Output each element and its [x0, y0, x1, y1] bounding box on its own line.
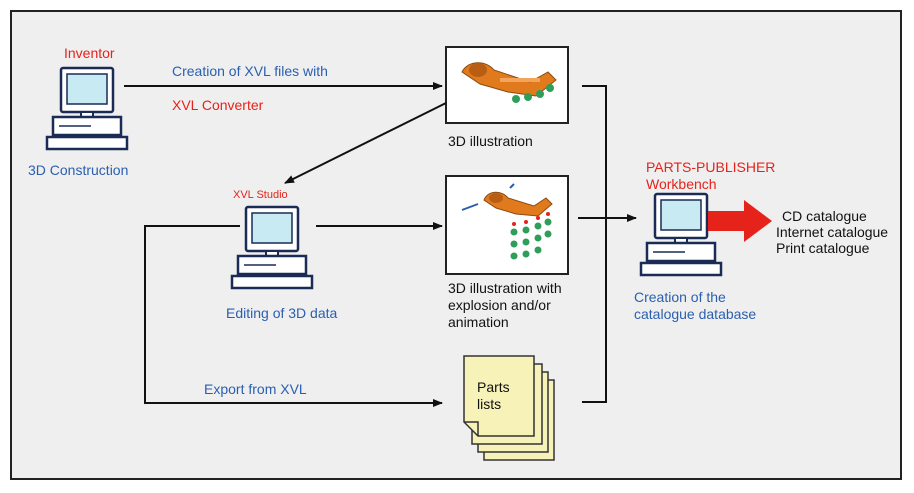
output-arrow [708, 200, 772, 242]
parts-publisher-title: PARTS-PUBLISHER Workbench [646, 159, 776, 192]
3d-illustration-explosion-image [445, 175, 569, 275]
xvl-studio-title: XVL Studio [233, 189, 288, 201]
inventor-caption: 3D Construction [28, 162, 129, 178]
xvl-studio-caption: Editing of 3D data [226, 305, 338, 321]
arrow-illustration-to-xvl-studio [284, 102, 447, 184]
inventor-computer-icon [45, 66, 129, 151]
3d-illustration-image [445, 46, 569, 124]
3d-illustration-caption: 3D illustration [448, 133, 533, 149]
output-internet-catalogue: Internet catalogue [776, 224, 889, 240]
bracket-collector [582, 85, 607, 403]
parts-publisher-computer-icon [639, 192, 723, 277]
parts-publisher-caption: Creation of the catalogue database [634, 289, 757, 322]
3d-illustration-explosion-caption: 3D illustration with explosion and/or an… [448, 280, 562, 330]
export-label: Export from XVL [204, 381, 307, 397]
inventor-title: Inventor [64, 45, 115, 61]
creation-label-line1: Creation of XVL files with [172, 63, 328, 79]
output-cd-catalogue: CD catalogue [782, 208, 867, 224]
parts-lists-label: Parts lists [477, 379, 510, 412]
arrow-export-to-parts-lists [144, 225, 443, 407]
xvl-studio-computer-icon [230, 205, 314, 290]
creation-label-line2: XVL Converter [172, 97, 264, 113]
parts-lists-document-icon [463, 355, 555, 461]
output-print-catalogue: Print catalogue [776, 240, 870, 256]
